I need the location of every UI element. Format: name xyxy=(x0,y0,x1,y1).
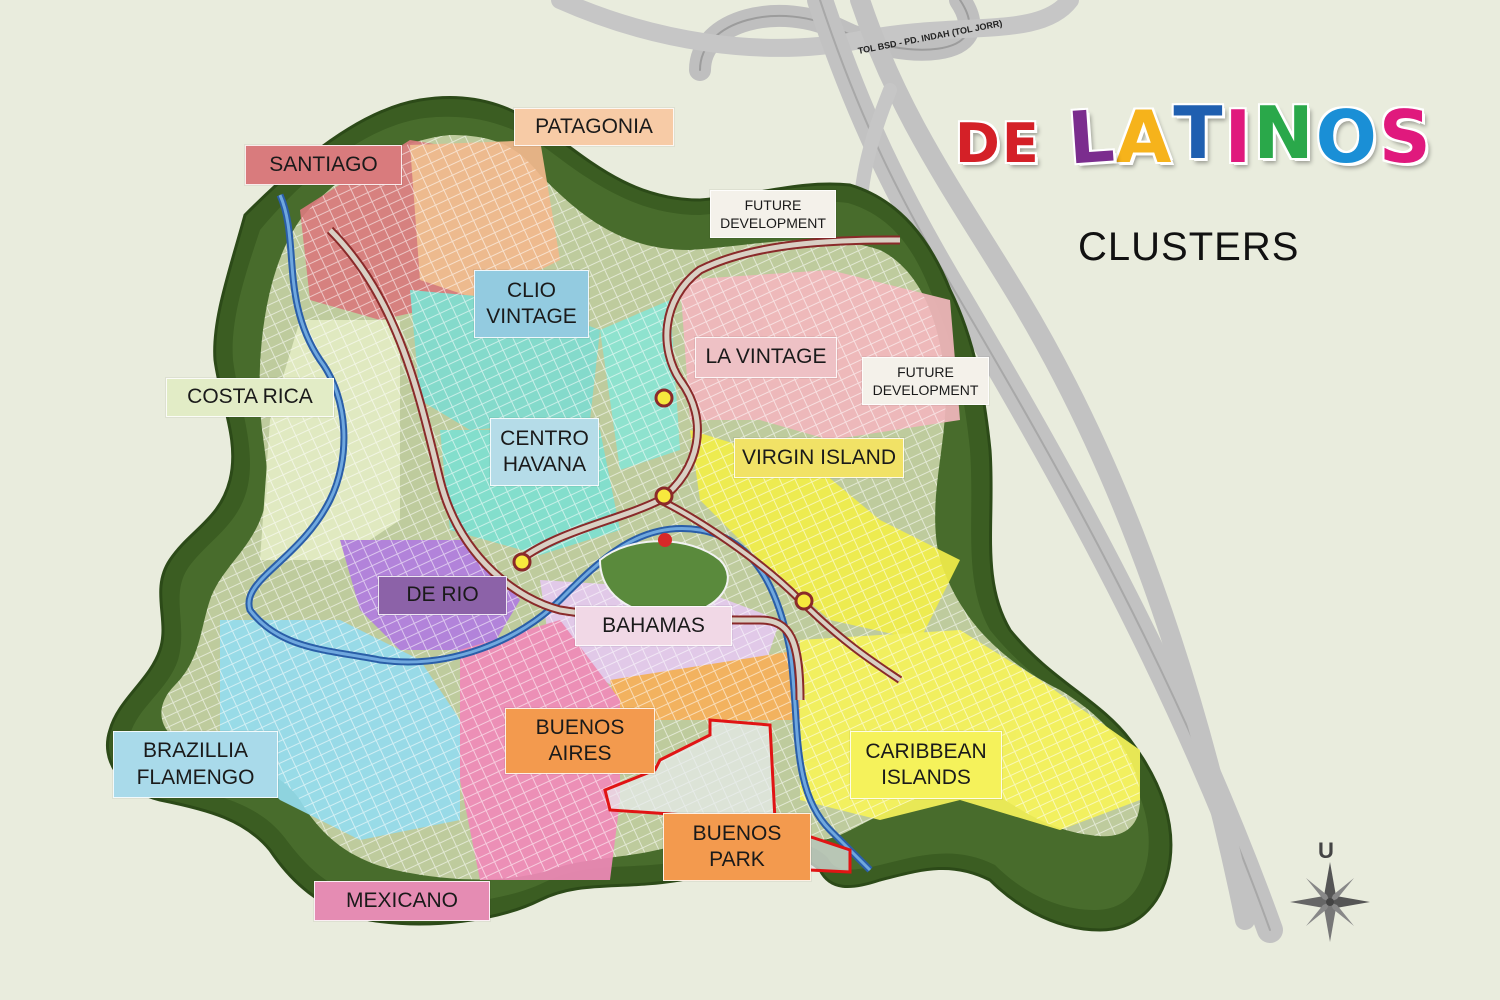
cluster-label-bahamas[interactable]: BAHAMAS xyxy=(575,606,732,646)
cluster-label-costa-rica[interactable]: COSTA RICA xyxy=(166,378,334,417)
cluster-label-clio-vintage[interactable]: CLIO VINTAGE xyxy=(474,270,589,338)
compass-north-label: U xyxy=(1318,838,1334,863)
logo-letter: N xyxy=(1253,91,1316,175)
page-title: CLUSTERS xyxy=(1078,225,1300,269)
cluster-label-buenos-park[interactable]: BUENOS PARK xyxy=(663,813,811,881)
cluster-label-caribbean-islands[interactable]: CARIBBEAN ISLANDS xyxy=(850,731,1002,799)
cluster-label-future-development-1[interactable]: FUTURE DEVELOPMENT xyxy=(710,190,836,238)
logo-letter: A xyxy=(1115,95,1174,179)
logo-letter: L xyxy=(1064,93,1119,181)
cluster-label-patagonia[interactable]: PATAGONIA xyxy=(514,108,674,146)
cluster-label-future-development-2[interactable]: FUTURE DEVELOPMENT xyxy=(862,357,989,405)
logo-letter: O xyxy=(1315,95,1379,179)
logo-letter: D xyxy=(955,112,1002,175)
logo-letter: I xyxy=(1224,95,1254,179)
toll-road xyxy=(551,0,1283,943)
de-latinos-logo: DE LATINOS xyxy=(955,91,1433,181)
cluster-label-mexicano[interactable]: MEXICANO xyxy=(314,881,490,921)
cluster-label-santiago[interactable]: SANTIAGO xyxy=(245,145,402,185)
logo-letter xyxy=(1041,95,1068,179)
cluster-label-virgin-island[interactable]: VIRGIN ISLAND xyxy=(734,438,904,478)
river-highlight xyxy=(247,194,872,872)
cluster-label-la-vintage[interactable]: LA VINTAGE xyxy=(695,337,837,378)
main-roads xyxy=(326,226,903,701)
logo-letter: S xyxy=(1378,95,1433,179)
logo-letter: E xyxy=(1001,112,1041,175)
roundabouts xyxy=(512,388,814,611)
compass-rose-icon xyxy=(1290,862,1370,942)
logo-letter: T xyxy=(1173,91,1225,175)
cluster-label-de-rio[interactable]: DE RIO xyxy=(378,576,507,615)
cluster-label-buenos-aires[interactable]: BUENOS AIRES xyxy=(505,708,655,774)
cluster-label-centro-havana[interactable]: CENTRO HAVANA xyxy=(490,418,599,486)
landmark-marker xyxy=(658,533,672,547)
cluster-label-brazillia-flamengo[interactable]: BRAZILLIA FLAMENGO xyxy=(113,731,278,798)
